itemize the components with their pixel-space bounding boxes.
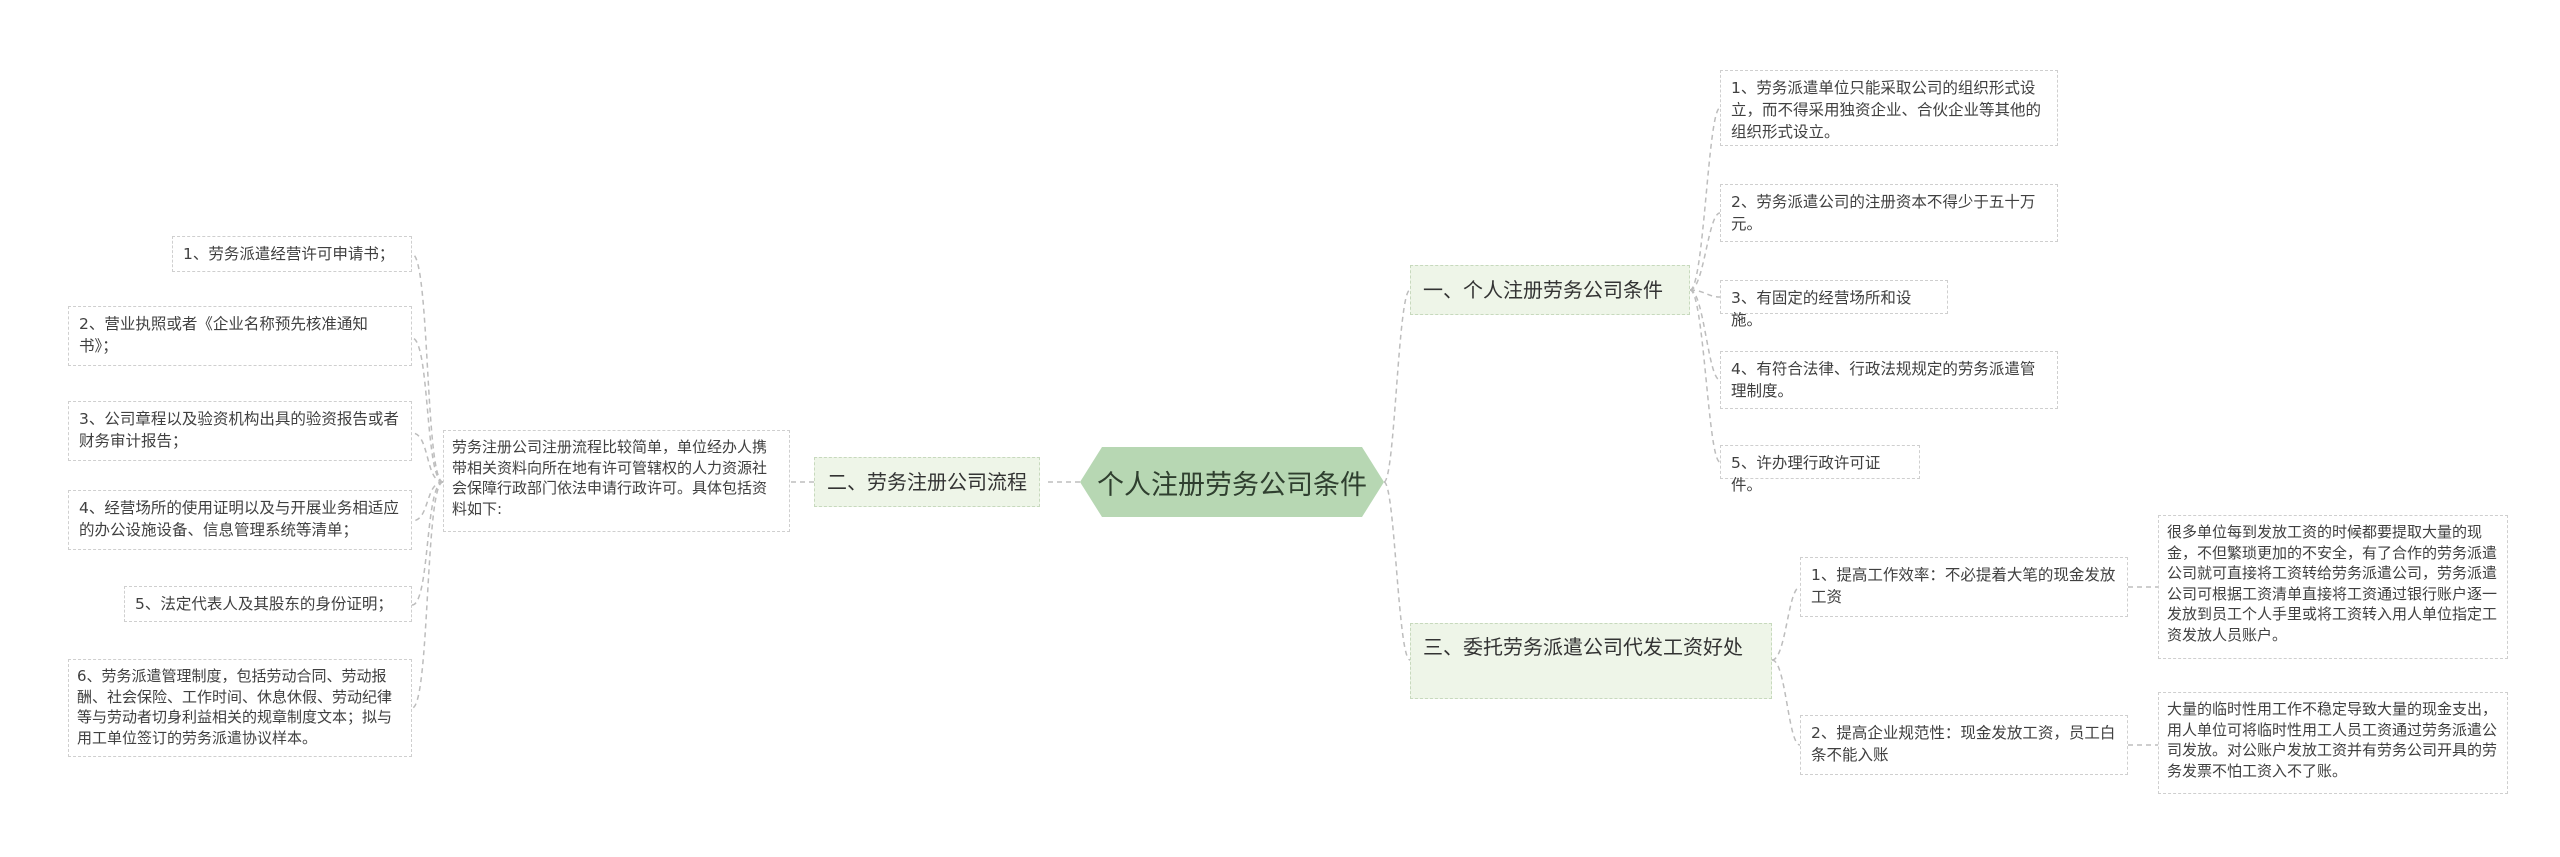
document-item-5-text: 5、法定代表人及其股东的身份证明； xyxy=(135,595,393,613)
document-item-6[interactable]: 6、劳务派遣管理制度，包括劳动合同、劳动报酬、社会保险、工作时间、休息休假、劳动… xyxy=(68,659,412,757)
branch-process-label: 二、劳务注册公司流程 xyxy=(827,470,1027,494)
benefit-item-2-text: 2、提高企业规范性：现金发放工资，员工白条不能入账 xyxy=(1811,724,2116,764)
branch-benefits[interactable]: 三、委托劳务派遣公司代发工资好处 xyxy=(1410,623,1772,699)
branch-benefits-label: 三、委托劳务派遣公司代发工资好处 xyxy=(1423,635,1743,659)
benefit-detail-2[interactable]: 大量的临时性用工作不稳定导致大量的现金支出，用人单位可将临时性用工人员工资通过劳… xyxy=(2158,692,2508,794)
document-item-3-text: 3、公司章程以及验资机构出具的验资报告或者财务审计报告； xyxy=(79,410,399,450)
branch-process[interactable]: 二、劳务注册公司流程 xyxy=(814,457,1040,507)
branch-conditions-label: 一、个人注册劳务公司条件 xyxy=(1423,278,1663,302)
benefit-detail-1[interactable]: 很多单位每到发放工资的时候都要提取大量的现金，不但繁琐更加的不安全，有了合作的劳… xyxy=(2158,515,2508,659)
condition-item-2-text: 2、劳务派遣公司的注册资本不得少于五十万元。 xyxy=(1731,193,2036,233)
branch-conditions[interactable]: 一、个人注册劳务公司条件 xyxy=(1410,265,1690,315)
benefit-item-2[interactable]: 2、提高企业规范性：现金发放工资，员工白条不能入账 xyxy=(1800,715,2128,775)
root-title: 个人注册劳务公司条件 xyxy=(1097,469,1367,501)
benefit-item-1-text: 1、提高工作效率：不必提着大笔的现金发放工资 xyxy=(1811,566,2116,606)
document-item-3[interactable]: 3、公司章程以及验资机构出具的验资报告或者财务审计报告； xyxy=(68,401,412,461)
condition-item-1-text: 1、劳务派遣单位只能采取公司的组织形式设立，而不得采用独资企业、合伙企业等其他的… xyxy=(1731,79,2042,141)
condition-item-5-text: 5、许办理行政许可证件。 xyxy=(1731,454,1881,494)
root-node[interactable]: 个人注册劳务公司条件 xyxy=(1080,447,1384,517)
condition-item-3[interactable]: 3、有固定的经营场所和设施。 xyxy=(1720,280,1948,329)
document-item-5[interactable]: 5、法定代表人及其股东的身份证明； xyxy=(124,586,412,622)
document-item-1-text: 1、劳务派遣经营许可申请书； xyxy=(183,245,395,263)
document-item-1[interactable]: 1、劳务派遣经营许可申请书； xyxy=(172,236,412,272)
document-item-4-text: 4、经营场所的使用证明以及与开展业务相适应的办公设施设备、信息管理系统等清单； xyxy=(79,499,399,539)
document-item-2[interactable]: 2、营业执照或者《企业名称预先核准通知书》； xyxy=(68,306,412,366)
condition-item-3-text: 3、有固定的经营场所和设施。 xyxy=(1731,289,1912,329)
process-intro[interactable]: 劳务注册公司注册流程比较简单，单位经办人携带相关资料向所在地有许可管辖权的人力资… xyxy=(443,430,790,532)
benefit-detail-2-text: 大量的临时性用工作不稳定导致大量的现金支出，用人单位可将临时性用工人员工资通过劳… xyxy=(2167,700,2498,780)
condition-item-4[interactable]: 4、有符合法律、行政法规规定的劳务派遣管理制度。 xyxy=(1720,351,2058,409)
condition-item-4-text: 4、有符合法律、行政法规规定的劳务派遣管理制度。 xyxy=(1731,360,2036,400)
document-item-2-text: 2、营业执照或者《企业名称预先核准通知书》； xyxy=(79,315,368,355)
condition-item-2[interactable]: 2、劳务派遣公司的注册资本不得少于五十万元。 xyxy=(1720,184,2058,242)
document-item-4[interactable]: 4、经营场所的使用证明以及与开展业务相适应的办公设施设备、信息管理系统等清单； xyxy=(68,490,412,550)
condition-item-1[interactable]: 1、劳务派遣单位只能采取公司的组织形式设立，而不得采用独资企业、合伙企业等其他的… xyxy=(1720,70,2058,146)
condition-item-5[interactable]: 5、许办理行政许可证件。 xyxy=(1720,445,1920,494)
benefit-detail-1-text: 很多单位每到发放工资的时候都要提取大量的现金，不但繁琐更加的不安全，有了合作的劳… xyxy=(2167,523,2498,644)
process-intro-text: 劳务注册公司注册流程比较简单，单位经办人携带相关资料向所在地有许可管辖权的人力资… xyxy=(452,438,768,518)
document-item-6-text: 6、劳务派遣管理制度，包括劳动合同、劳动报酬、社会保险、工作时间、休息休假、劳动… xyxy=(77,667,393,747)
benefit-item-1[interactable]: 1、提高工作效率：不必提着大笔的现金发放工资 xyxy=(1800,557,2128,617)
